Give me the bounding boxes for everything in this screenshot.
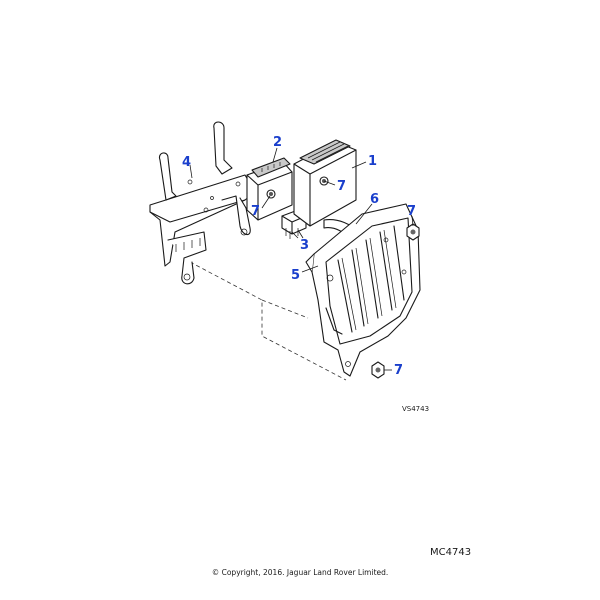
dashed-guide-lines [189,261,347,381]
callout-7-lower-nut: 7 [394,363,403,378]
main-module-part-1 [293,139,357,227]
tray-part-5 [305,203,421,377]
callout-4: 4 [182,155,191,170]
callout-1: 1 [368,154,377,169]
callout-6: 6 [370,192,379,207]
diagram-code: MC4743 [430,547,472,558]
callout-7-small-module: 7 [251,204,260,219]
mounting-bracket-part-4 [149,121,256,285]
callout-2: 2 [273,135,282,150]
leader-lines [189,147,414,371]
callout-3: 3 [300,238,309,253]
illustration-code: VS4743 [402,405,429,413]
copyright-notice: © Copyright, 2016. Jaguar Land Rover Lim… [211,568,389,577]
callout-7-module: 7 [337,179,346,194]
callout-7-upper-nut: 7 [407,204,416,219]
nut-part-7-lower [371,361,385,379]
callout-5: 5 [291,268,300,283]
nut-part-7-upper [406,223,420,241]
